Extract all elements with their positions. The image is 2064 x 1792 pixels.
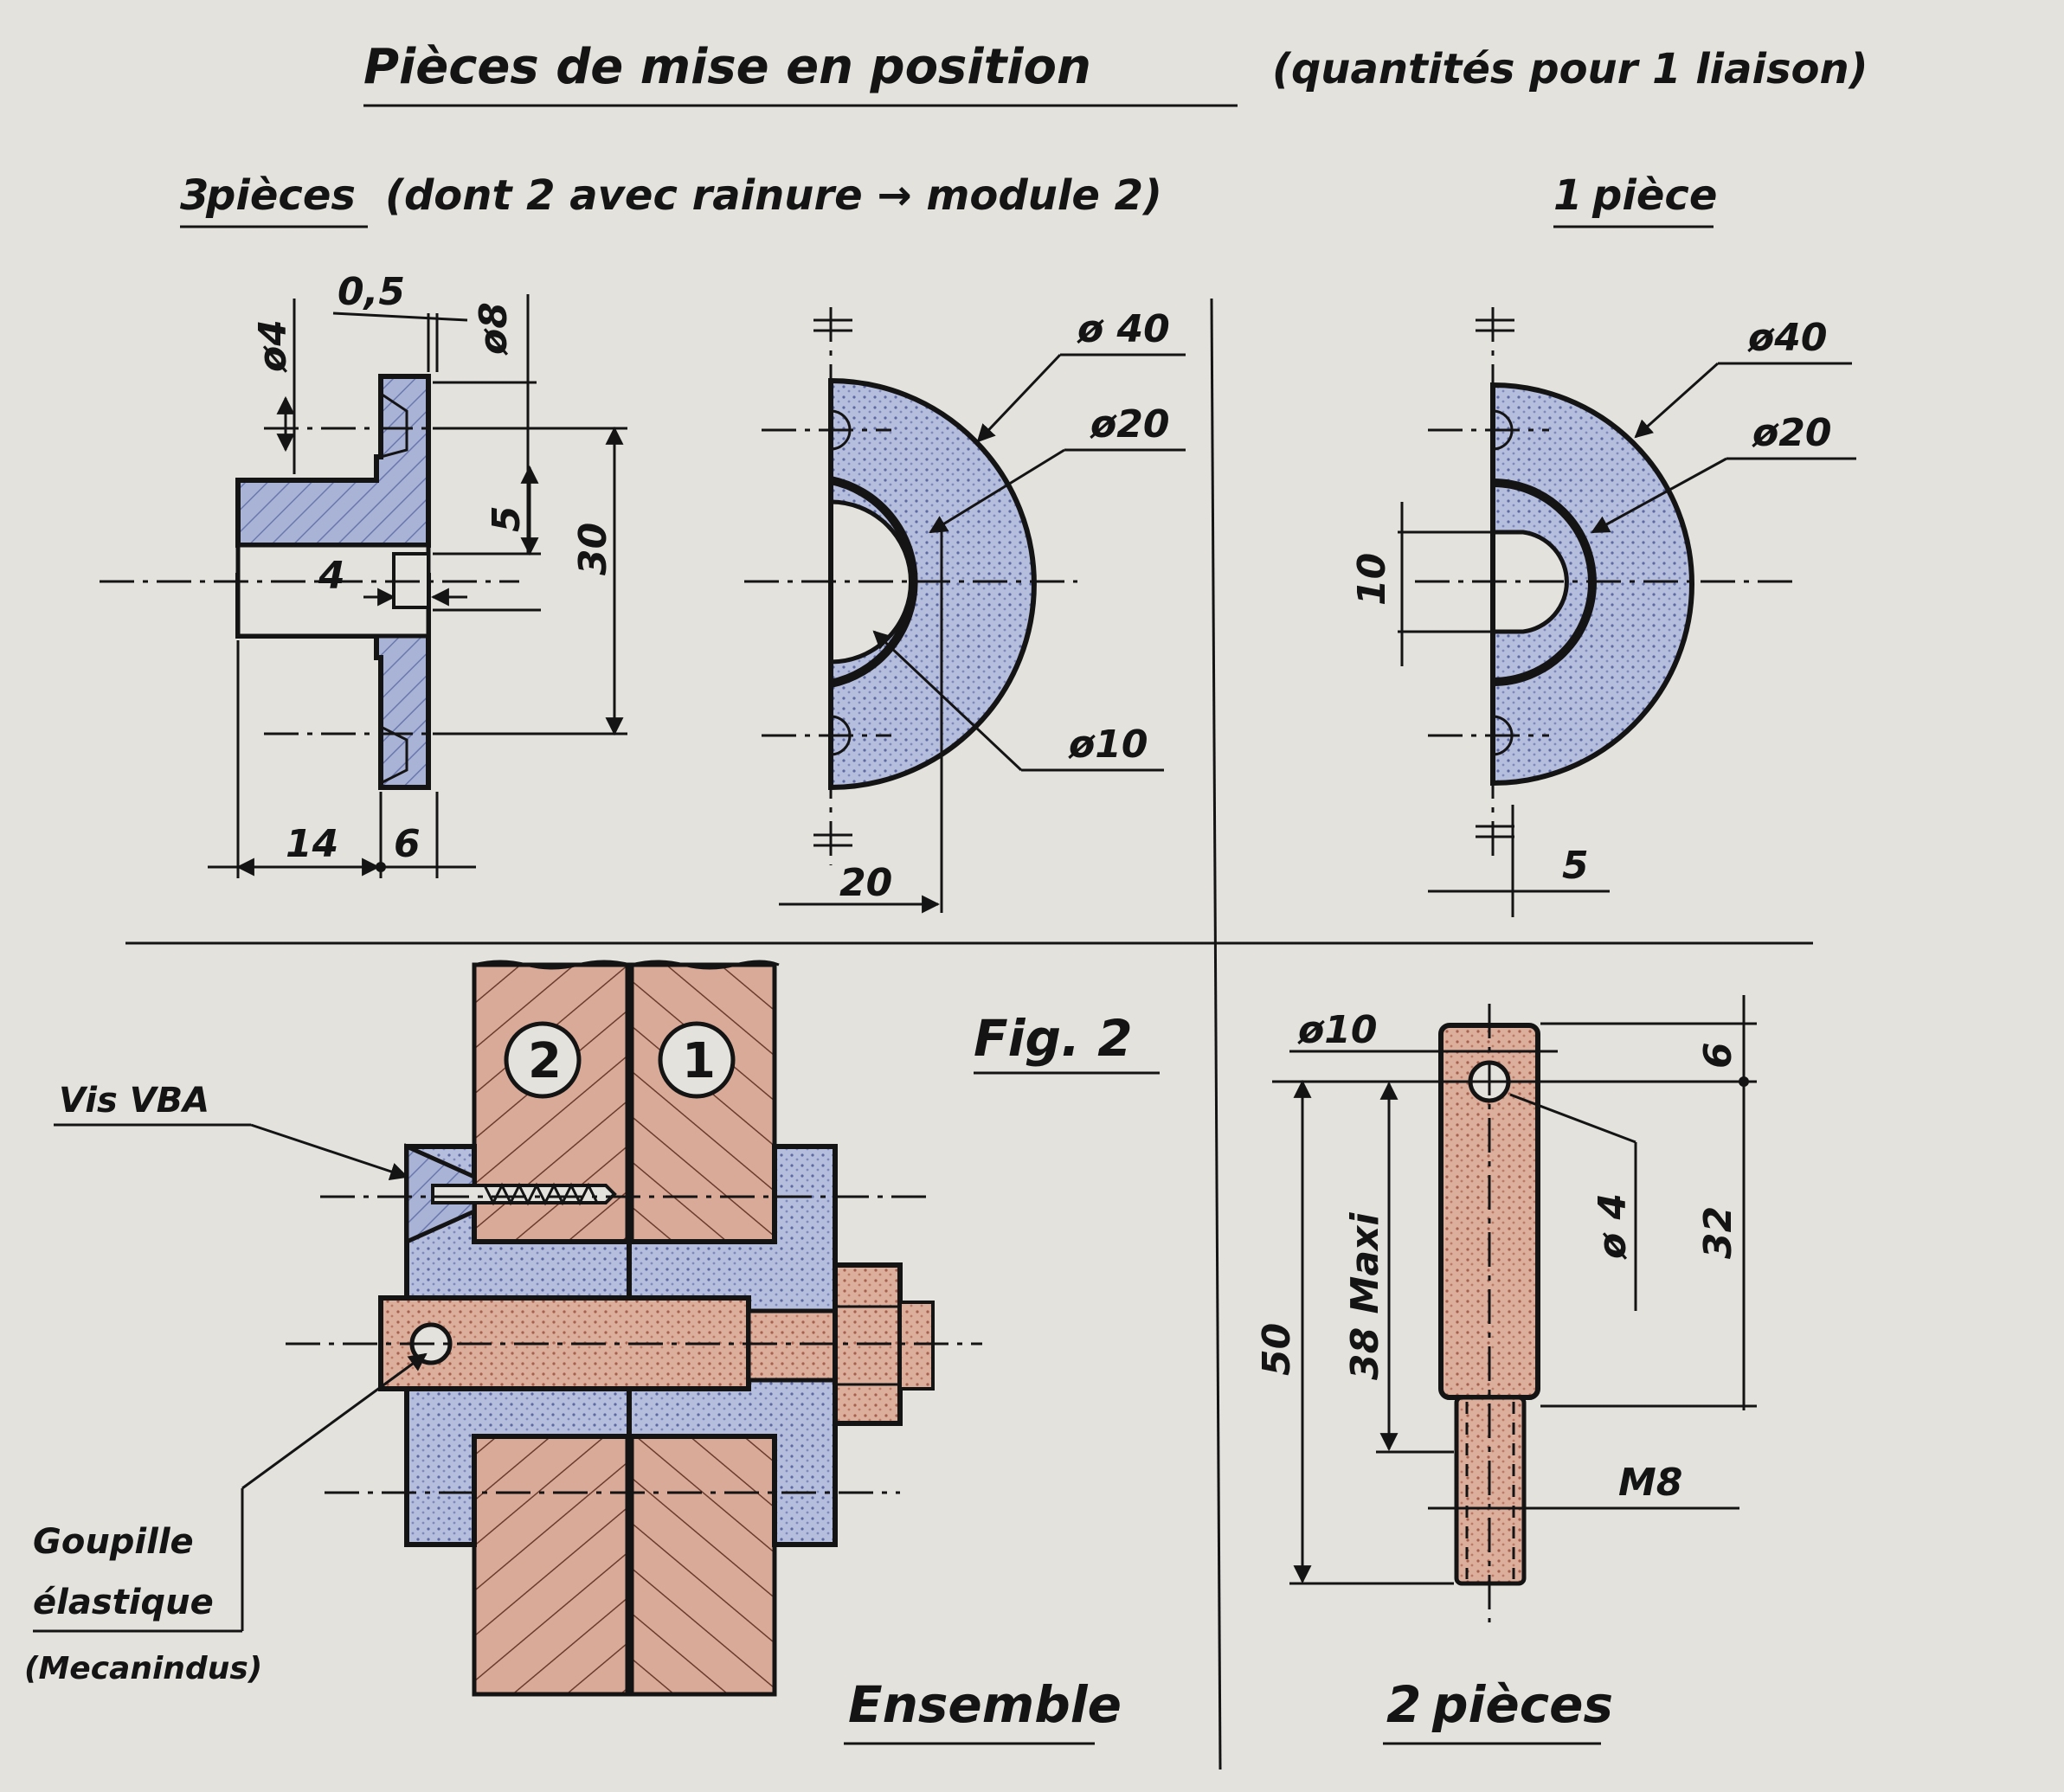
pin-dim-dot <box>1739 1076 1749 1087</box>
break-line-1 <box>631 960 780 970</box>
dim-6-text: 6 <box>394 822 421 866</box>
dim-14-text: 14 <box>286 822 338 866</box>
dim-5-text-right: 5 <box>1562 844 1589 888</box>
d40-leader-right <box>1634 362 1720 439</box>
fig-label: Fig. 2 <box>974 1009 1133 1068</box>
part-1-balloon <box>658 1021 736 1099</box>
vertical-divider <box>1210 298 1222 1770</box>
d40-leader <box>976 353 1062 443</box>
pin-thread-end <box>898 1301 935 1391</box>
pin-detail-view: ø10 6 32 ø 4 50 38 Maxi M8 2 pièces <box>1255 995 1757 1745</box>
dim-4-text: 4 <box>318 554 345 598</box>
d40-text: ø 40 <box>1077 307 1170 351</box>
dim-gap-text: 0,5 <box>338 270 405 314</box>
pin-thread <box>746 1308 838 1383</box>
d20-text-right: ø20 <box>1752 411 1831 455</box>
goupille-leader <box>241 1352 428 1490</box>
pin-d4-text: ø 4 <box>1591 1193 1635 1260</box>
pin-caption-count: 2 <box>1386 1675 1421 1734</box>
title-main: Pièces de mise en position <box>363 39 1091 95</box>
pin-d10-text: ø10 <box>1297 1008 1377 1052</box>
part-2-number: 2 <box>528 1033 562 1089</box>
d20-text: ø20 <box>1090 402 1169 446</box>
dim-gap-leader <box>332 312 468 322</box>
goupille-line1: Goupille <box>33 1522 194 1562</box>
title-block: Pièces de mise en position (quantités po… <box>363 39 1868 107</box>
pin-m8-text: M8 <box>1618 1461 1682 1505</box>
goupille-line2: élastique <box>33 1583 214 1622</box>
heading-word-right: pièce <box>1591 171 1717 220</box>
dim-d8-text: ø8 <box>472 302 516 356</box>
dim-dot <box>376 862 386 872</box>
three-pieces-section-view: 3 pièces (dont 2 avec rainure → module 2… <box>100 171 1162 878</box>
break-line-2 <box>473 960 631 970</box>
d20-leader <box>929 448 1065 534</box>
pin-d4-leader <box>1509 1093 1636 1144</box>
heading-count: 3 <box>180 171 209 220</box>
vis-vba-leader <box>250 1123 408 1180</box>
assembly-view: Fig. 2 2 1 Vis VBA Goupille <box>24 960 1160 1745</box>
d40-text-right: ø40 <box>1747 316 1827 360</box>
pin-50-text: 50 <box>1255 1323 1299 1376</box>
vis-vba-label: Vis VBA <box>59 1081 209 1121</box>
flange-upper-section <box>235 374 431 548</box>
pin-38-text: 38 Maxi <box>1343 1212 1387 1380</box>
groove-ring <box>829 476 918 688</box>
dim-10-text: 10 <box>1350 553 1394 606</box>
screw-thread <box>483 1182 599 1206</box>
pin-6-text: 6 <box>1696 1042 1740 1069</box>
pin-caption-word: pièces <box>1431 1675 1613 1734</box>
one-piece-view: 1 pièce 10 ø40 ø20 5 <box>1350 171 1856 917</box>
heading-rest: (dont 2 avec rainure → module 2) <box>385 171 1162 220</box>
title-note: (quantités pour 1 liaison) <box>1272 45 1868 93</box>
assembly-caption: Ensemble <box>848 1675 1122 1734</box>
d10-text: ø10 <box>1068 723 1148 767</box>
outer-half-disc <box>828 377 1037 791</box>
dim-d4-text: ø4 <box>251 319 295 373</box>
pin-32-text: 32 <box>1696 1206 1740 1259</box>
half-front-view: ø 40 ø20 ø10 20 <box>744 307 1186 914</box>
d10-leader <box>872 630 1023 772</box>
dim-30-text: 30 <box>571 523 615 575</box>
dim-5-text: 5 <box>485 505 529 532</box>
countersink-upper <box>380 392 408 459</box>
heading-count-right: 1 <box>1553 171 1582 220</box>
dim-20-text: 20 <box>839 861 892 905</box>
part-2-balloon <box>504 1021 582 1099</box>
part-1-number: 1 <box>682 1033 716 1089</box>
heading-word: pièces <box>205 171 356 220</box>
goupille-line3: (Mecanindus) <box>24 1651 262 1686</box>
d20-leader-right <box>1591 457 1727 534</box>
